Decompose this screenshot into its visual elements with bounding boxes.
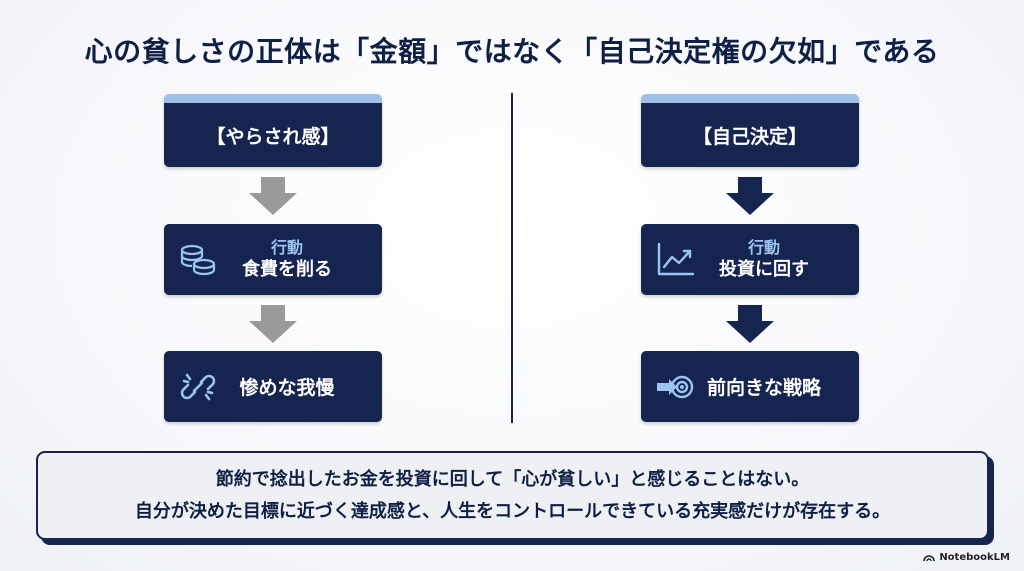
right-header-label: 【自己決定】: [692, 125, 807, 148]
left-arrow-down-icon-1: [249, 177, 297, 215]
summary-note: 節約で捻出したお金を投資に回して「心が貧しい」と感じることはない。 自分が決めた…: [36, 451, 989, 540]
left-header-box: 【やらされ感】: [164, 94, 382, 167]
left-step-result-box: 惨めな我慢: [164, 351, 382, 422]
coins-icon: [178, 240, 218, 280]
right-arrow-down-icon-2: [726, 305, 774, 343]
right-step-label: 投資に回す: [719, 258, 809, 280]
right-arrow-down-icon-1: [726, 177, 774, 215]
target-arrow-icon: [655, 367, 695, 407]
left-arrow-down-icon-2: [249, 305, 297, 343]
right-header-box: 【自己決定】: [641, 94, 859, 167]
left-step-kicker: 行動: [270, 237, 303, 257]
right-step-action-box: 行動 投資に回す: [641, 224, 859, 295]
left-header-label: 【やらされ感】: [206, 125, 340, 148]
left-step-label: 食費を削る: [242, 258, 332, 280]
page-title: 心の貧しさの正体は「金額」ではなく「自己決定権の欠如」である: [84, 35, 940, 68]
notebooklm-logo-icon: [923, 555, 936, 562]
trend-chart-icon: [655, 240, 695, 280]
summary-line-1: 節約で捻出したお金を投資に回して「心が貧しい」と感じることはない。: [215, 468, 810, 490]
brand-watermark: NotebookLM: [923, 552, 1010, 563]
left-result-label: 惨めな我慢: [239, 377, 335, 399]
broken-link-icon: [178, 367, 218, 407]
right-step-kicker: 行動: [747, 237, 780, 257]
right-step-result-box: 前向きな戦略: [641, 351, 859, 422]
summary-line-2: 自分が決めた目標に近づく達成感と、人生をコントロールできている充実感だけが存在す…: [134, 500, 891, 522]
right-result-label: 前向きな戦略: [706, 377, 821, 399]
brand-label: NotebookLM: [939, 552, 1010, 563]
column-divider: [511, 93, 513, 423]
left-step-action-box: 行動 食費を削る: [164, 224, 382, 295]
